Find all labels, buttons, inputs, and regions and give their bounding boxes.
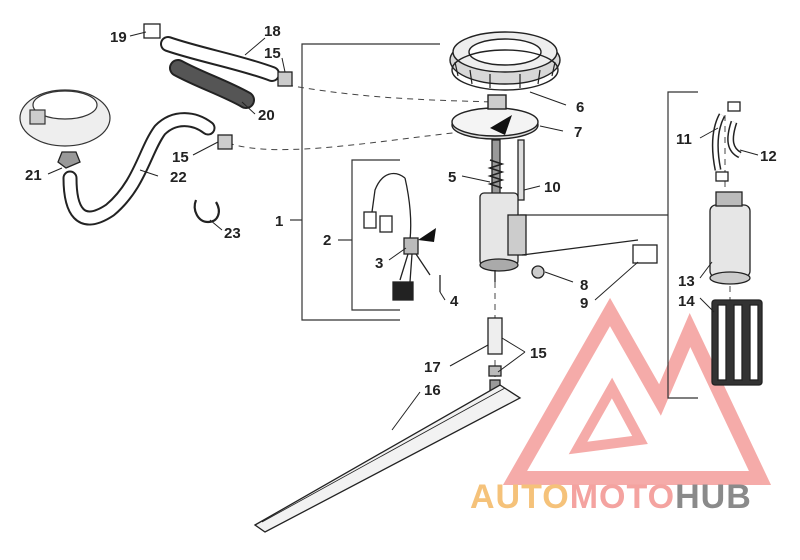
part-13-fuel-pump — [709, 191, 751, 285]
label-16: 16 — [424, 382, 441, 399]
label-5: 5 — [448, 169, 456, 186]
watermark-text: AUTOMOTOHUB — [470, 478, 752, 516]
part-20-hose — [169, 59, 255, 109]
pump-assembly — [479, 139, 527, 282]
watermark-auto: AUTO — [470, 478, 570, 516]
label-9: 9 — [580, 295, 588, 312]
part-11-12-hose — [711, 101, 742, 182]
bracket-right — [667, 91, 698, 399]
label-15-top: 15 — [264, 45, 281, 62]
label-6: 6 — [576, 99, 584, 116]
label-13: 13 — [678, 273, 695, 290]
label-10: 10 — [544, 179, 561, 196]
part-labels: 1 2 3 4 5 6 7 8 9 10 11 12 13 14 15 15 1… — [25, 23, 777, 399]
label-8: 8 — [580, 277, 588, 294]
label-23: 23 — [224, 225, 241, 242]
bracket-1 — [301, 43, 440, 321]
label-15-left: 15 — [172, 149, 189, 166]
part-14-filter — [711, 299, 763, 386]
label-1: 1 — [275, 213, 283, 230]
part-17-pipe — [487, 317, 503, 395]
part-23-ring — [193, 199, 220, 224]
part-2-harness — [363, 172, 441, 301]
tank-housing — [19, 89, 111, 147]
label-4: 4 — [450, 293, 459, 310]
label-21: 21 — [25, 167, 42, 184]
assembly-brackets — [290, 43, 698, 399]
label-7: 7 — [574, 124, 582, 141]
part-16-strap — [253, 384, 522, 533]
part-18-hose — [160, 36, 280, 82]
label-12: 12 — [760, 148, 777, 165]
part-7-flange — [451, 94, 539, 140]
label-3: 3 — [375, 255, 383, 272]
label-2: 2 — [323, 232, 331, 249]
label-17: 17 — [424, 359, 441, 376]
part-6-lock-ring — [449, 31, 561, 91]
label-14: 14 — [678, 293, 695, 310]
label-15-bottom: 15 — [530, 345, 547, 362]
bracket-2 — [351, 159, 400, 311]
label-20: 20 — [258, 107, 275, 124]
clamps-left — [57, 23, 293, 169]
watermark-triangle-inner — [568, 377, 648, 455]
label-11: 11 — [676, 131, 692, 148]
label-22: 22 — [170, 169, 187, 186]
label-18: 18 — [264, 23, 281, 40]
part-22-hose — [62, 112, 216, 226]
svg-text:AUTOMOTOHUB: AUTOMOTOHUB — [470, 478, 752, 516]
leader-lines — [47, 31, 759, 431]
watermark-moto: MOTO — [570, 478, 675, 516]
watermark-logo — [502, 297, 772, 485]
label-19: 19 — [110, 29, 127, 46]
watermark-hub: HUB — [675, 478, 752, 516]
watermark-triangle-outer — [502, 297, 772, 485]
part-9-wire — [521, 239, 658, 279]
